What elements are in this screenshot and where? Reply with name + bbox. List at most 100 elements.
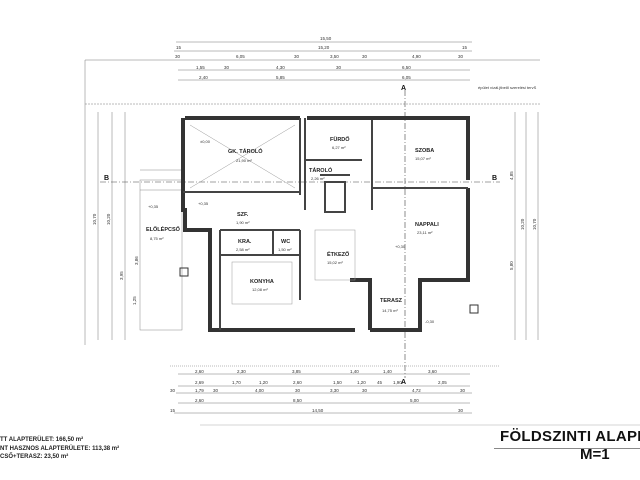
- level-mark: -0,30: [425, 319, 435, 324]
- room-area: 8,75 m²: [150, 236, 164, 241]
- dim-label: 30: [458, 408, 464, 413]
- room-name: FÜRDŐ: [330, 136, 350, 143]
- dim-label: 1,20: [259, 380, 268, 385]
- dim-label: 14,50: [312, 408, 324, 413]
- room-name: TÁROLÓ: [309, 166, 333, 174]
- room-konyha: KONYHA 12,08 m²: [250, 279, 274, 292]
- dim-label: 1,40: [383, 369, 392, 374]
- room-area: 21,90 m²: [236, 158, 252, 163]
- area-summary-line: NT HASZNOS ALAPTERÜLETE: 113,38 m²: [0, 445, 120, 452]
- level-mark: +0,35: [148, 204, 159, 209]
- dim-label: 10,20: [520, 218, 525, 230]
- level-mark: +0,30: [395, 244, 406, 249]
- dim-label: 5,00: [410, 398, 419, 403]
- top-dimension-labels: 15,50 15 15,20 15 30 6,05 30 3,50 30 4,9…: [175, 36, 468, 80]
- dim-label: 4,00: [255, 388, 264, 393]
- dim-label: 6,50: [402, 65, 411, 70]
- dim-label: 4,90: [412, 54, 421, 59]
- dim-label: 4,72: [412, 388, 421, 393]
- level-mark: ±0,00: [200, 139, 211, 144]
- dim-label: 1,55: [196, 65, 205, 70]
- dim-label: 2,60: [195, 398, 204, 403]
- dim-label: 30: [295, 388, 301, 393]
- dim-label: 1,50: [333, 380, 342, 385]
- drawing-title: FÖLDSZINTI ALAPR: [500, 428, 640, 445]
- area-summary: TT ALAPTERÜLET: 166,50 m² NT HASZNOS ALA…: [0, 436, 119, 462]
- room-area: 2,58 m²: [236, 247, 250, 252]
- section-mark-b-right: B: [492, 175, 497, 182]
- dim-label: 6,05: [402, 75, 411, 80]
- dim-label: 30: [213, 388, 219, 393]
- dim-label: 3,30: [330, 388, 339, 393]
- dim-label: 4,30: [276, 65, 285, 70]
- interior-walls: [183, 118, 468, 330]
- room-area: 1,50 m²: [278, 247, 292, 252]
- dim-label: 3,85: [292, 369, 301, 374]
- dim-label: 8,50: [293, 398, 302, 403]
- dim-label: 30: [362, 54, 368, 59]
- dim-label: 10,20: [106, 213, 111, 225]
- bottom-dimension-lines: [170, 365, 640, 426]
- room-name: ELŐLÉPCSŐ: [146, 225, 181, 233]
- note-text: épület vízál.jtbelő szerelési tervS: [478, 85, 537, 90]
- room-name: WC: [281, 239, 290, 245]
- dim-label: 5,80: [509, 261, 514, 270]
- dim-label: 15: [170, 408, 176, 413]
- room-name: GK. TÁROLÓ: [228, 147, 263, 155]
- section-mark-a-bottom: A: [401, 379, 406, 386]
- dim-label: 15,20: [318, 45, 330, 50]
- room-name: ÉTKEZŐ: [327, 250, 350, 258]
- dim-label: 2,60: [293, 380, 302, 385]
- dim-label: 10,70: [532, 218, 537, 230]
- dim-label: 10,70: [92, 213, 97, 225]
- room-name: SZOBA: [415, 148, 434, 154]
- dim-label: 2,05: [438, 380, 447, 385]
- dim-label: 3,95: [119, 271, 124, 280]
- drawing-scale: M=1: [580, 446, 610, 463]
- dim-label: 6,05: [236, 54, 245, 59]
- section-mark-a-top: A: [401, 85, 406, 92]
- title-underline: [494, 448, 640, 449]
- room-name: KONYHA: [250, 279, 274, 285]
- dim-label: 1,79: [195, 388, 204, 393]
- garage-cross: [189, 124, 356, 305]
- dim-label: 2,40: [199, 75, 208, 80]
- dim-label: 4,85: [509, 171, 514, 180]
- dim-label: 2,30: [237, 369, 246, 374]
- side-dimension-lines: [84, 60, 539, 345]
- dim-label: 2,69: [195, 380, 204, 385]
- dim-label: 45: [377, 380, 383, 385]
- section-mark-b-left: B: [104, 175, 109, 182]
- area-summary-line: TT ALAPTERÜLET: 166,50 m²: [0, 437, 84, 443]
- level-mark: +0,35: [198, 201, 209, 206]
- dim-label: 3,86: [134, 256, 139, 265]
- dim-label: 3,50: [330, 54, 339, 59]
- dim-label: 30: [336, 65, 342, 70]
- dim-label: 30: [224, 65, 230, 70]
- dim-label: 1,70: [232, 380, 241, 385]
- dim-label: 5,85: [276, 75, 285, 80]
- dim-label: 15,50: [320, 36, 332, 41]
- room-area: 15,07 m²: [415, 156, 431, 161]
- room-area: 14,75 m²: [382, 308, 398, 313]
- dim-label: 15: [462, 45, 468, 50]
- side-dimension-labels: 10,70 10,20 3,95 3,86 1,25 10,70 10,20 4…: [92, 171, 537, 305]
- dim-label: 30: [460, 388, 466, 393]
- room-area: 1,90 m²: [236, 220, 250, 225]
- dim-label: 2,60: [195, 369, 204, 374]
- room-name: SZF.: [237, 212, 249, 218]
- dim-label: 30: [170, 388, 176, 393]
- room-elolepcso: ELŐLÉPCSŐ 8,75 m²: [146, 225, 181, 241]
- room-szoba: SZOBA 15,07 m²: [415, 148, 434, 161]
- room-gk-tarolo: GK. TÁROLÓ 21,90 m²: [228, 147, 263, 163]
- dim-label: 1,20: [357, 380, 366, 385]
- dim-label: 3,60: [428, 369, 437, 374]
- exterior-walls: [181, 116, 470, 332]
- dim-label: 15: [176, 45, 182, 50]
- room-area: 12,08 m²: [252, 287, 268, 292]
